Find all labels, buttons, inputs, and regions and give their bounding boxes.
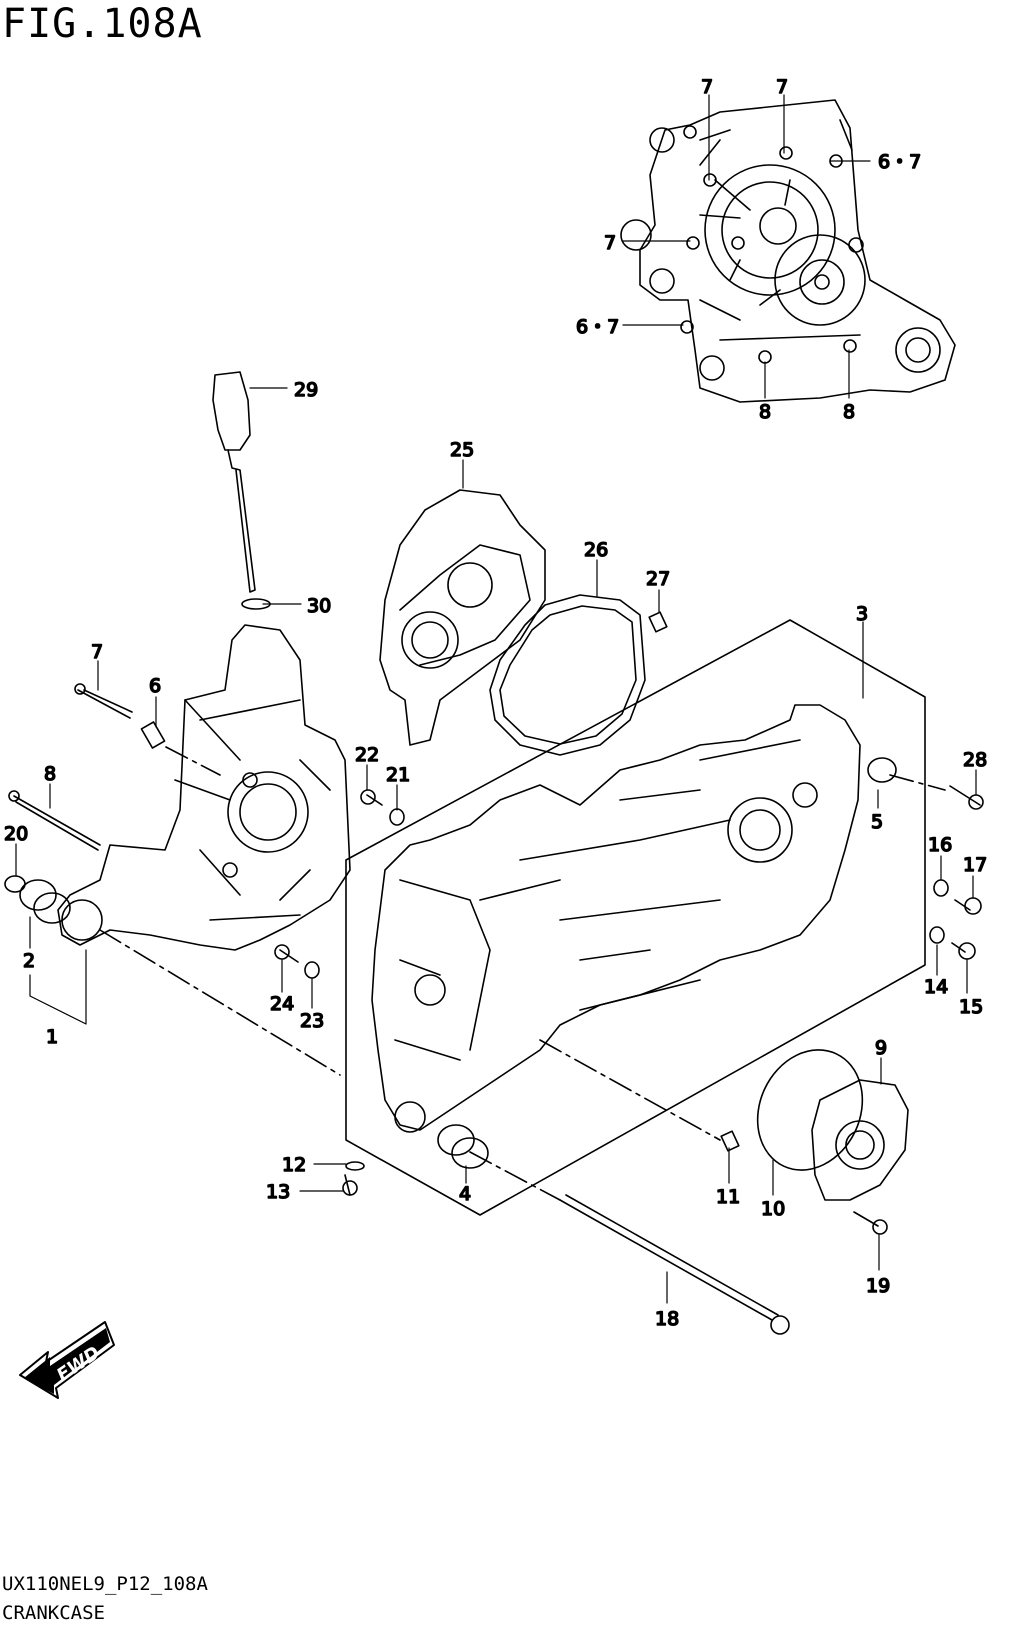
callout-8: 8: [759, 401, 771, 423]
gasket-part-26: [489, 594, 646, 756]
fwd-arrow-icon: FWD: [19, 1321, 115, 1399]
callout-19: 12: [282, 1154, 306, 1176]
callout-5: 5: [871, 811, 883, 833]
callout-8: 8: [44, 763, 56, 785]
callout-6-7: 6・7: [576, 316, 619, 338]
callout-18: 24: [270, 993, 294, 1015]
callout-10: 10: [761, 1198, 785, 1220]
figure-name: CRANKCASE: [2, 1602, 105, 1624]
callout-6-7: 6・7: [878, 151, 921, 173]
callout-14: 20: [4, 823, 28, 845]
callout-22: 15: [959, 996, 983, 1018]
callout-26: 26: [584, 539, 608, 561]
callout-7: 7: [91, 641, 103, 663]
o-ring-part-10: [756, 1049, 864, 1171]
callout-17: 23: [300, 1010, 324, 1032]
callout-9: 9: [875, 1037, 887, 1059]
callout-2: 2: [23, 950, 35, 972]
callout-7: 7: [776, 76, 788, 98]
callout-13: 18: [655, 1308, 679, 1330]
leader-lines: [15, 94, 977, 1304]
callout-12: 19: [866, 1275, 890, 1297]
callout-11: 11: [716, 1186, 740, 1208]
small-parts: [4, 611, 984, 1335]
callout-29: 29: [294, 379, 318, 401]
crankcase-left-half: [57, 624, 351, 951]
callout-7: 7: [701, 76, 713, 98]
callout-24: 17: [963, 854, 987, 876]
callout-27: 27: [646, 568, 670, 590]
clutch-cover-part-25: [379, 489, 546, 746]
callout-6: 6: [149, 675, 161, 697]
figure-title: FIG.108A: [2, 1, 203, 47]
crankcase-right-half: [371, 704, 861, 1133]
callout-labels: 7 7 6・7 7 6・7 8 8 29 30 25 26 27 3 7 6 8…: [3, 75, 988, 1331]
crankcase-inner-view: [620, 99, 956, 403]
alignment-lines: [99, 746, 946, 1201]
callout-21: 14: [924, 976, 948, 998]
cover-plate-part-9: [811, 1079, 909, 1201]
assembly-outline-part-3: [345, 619, 926, 1216]
callout-16: 22: [355, 744, 379, 766]
callout-25: 25: [450, 439, 474, 461]
callout-4: 4: [459, 1183, 471, 1205]
callout-3: 3: [856, 603, 868, 625]
callout-1: 1: [46, 1026, 58, 1048]
callout-23: 16: [928, 834, 952, 856]
callout-15: 21: [386, 764, 410, 786]
callout-28: 28: [963, 749, 987, 771]
figure-code: UX110NEL9_P12_108A: [2, 1573, 208, 1595]
callout-30: 30: [307, 595, 331, 617]
callout-20: 13: [266, 1181, 290, 1203]
dipstick-part-29: [212, 371, 256, 593]
callout-7: 7: [604, 232, 616, 254]
callout-8: 8: [843, 401, 855, 423]
